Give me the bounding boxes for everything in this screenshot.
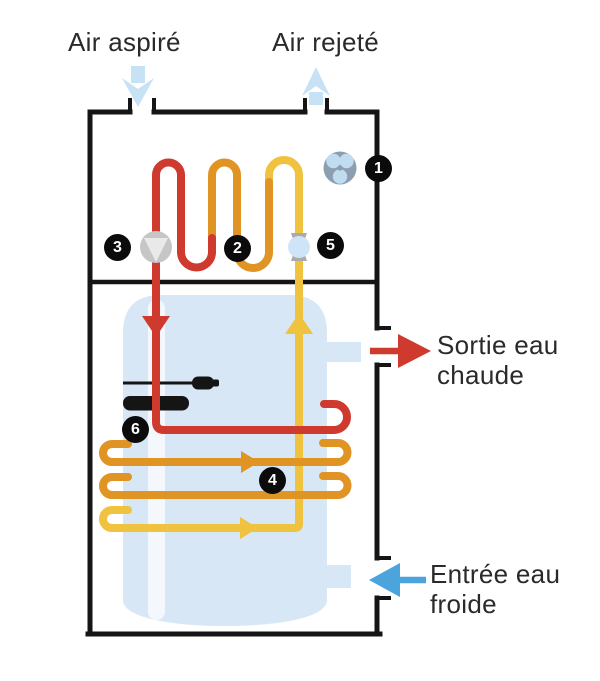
- badge-5-expansion-valve: 5: [317, 232, 344, 259]
- hot-water-label-line2: chaude: [437, 360, 525, 390]
- flow-arrow-down-icon: [142, 316, 170, 337]
- hot-water-outlet-stub: [327, 342, 361, 362]
- flow-arrow-right-row3-icon: [240, 517, 258, 539]
- condenser-coil-row2: [99, 472, 352, 499]
- hot-water-label-line1: Sortie eau: [437, 330, 559, 360]
- thermostat-probe: [192, 376, 214, 390]
- badge-3-compressor: 3: [104, 234, 131, 261]
- flow-arrow-right-row1-icon: [241, 451, 259, 473]
- water-port-ticks: [375, 326, 391, 600]
- pipe-red-hot-gas-line: [152, 158, 351, 434]
- air-exhaust-arrow-icon: [302, 67, 330, 105]
- hot-water-label: Sortie eau chaude: [437, 330, 559, 390]
- compressor-icon: [140, 231, 172, 263]
- cold-water-inlet-stub: [327, 565, 351, 588]
- hot-water-out-arrow-icon: [370, 334, 431, 368]
- air-port-ticks: [128, 98, 329, 114]
- cold-water-label-line1: Entrée eau: [430, 559, 561, 589]
- badge-6-heating-element: 6: [122, 416, 149, 443]
- fan-icon: [323, 151, 357, 185]
- air-intake-arrow-icon: [122, 66, 154, 107]
- cold-water-label: Entrée eau froide: [430, 559, 560, 619]
- air-exhaust-label: Air rejeté: [272, 27, 380, 57]
- badge-4-condenser: 4: [259, 467, 286, 494]
- flow-arrow-up-icon: [285, 313, 313, 334]
- badge-2-evaporator: 2: [224, 235, 251, 262]
- cold-water-label-line2: froide: [430, 589, 497, 619]
- cold-water-in-arrow-icon: [369, 563, 426, 597]
- expansion-valve-icon: [288, 233, 310, 261]
- condenser-coil-row1: [99, 439, 352, 466]
- air-intake-label: Air aspiré: [68, 27, 181, 57]
- thermostat-probe-tip: [212, 379, 219, 387]
- pipe-yellow-expansion-line: [99, 156, 303, 532]
- badge-1-fan: 1: [365, 155, 392, 182]
